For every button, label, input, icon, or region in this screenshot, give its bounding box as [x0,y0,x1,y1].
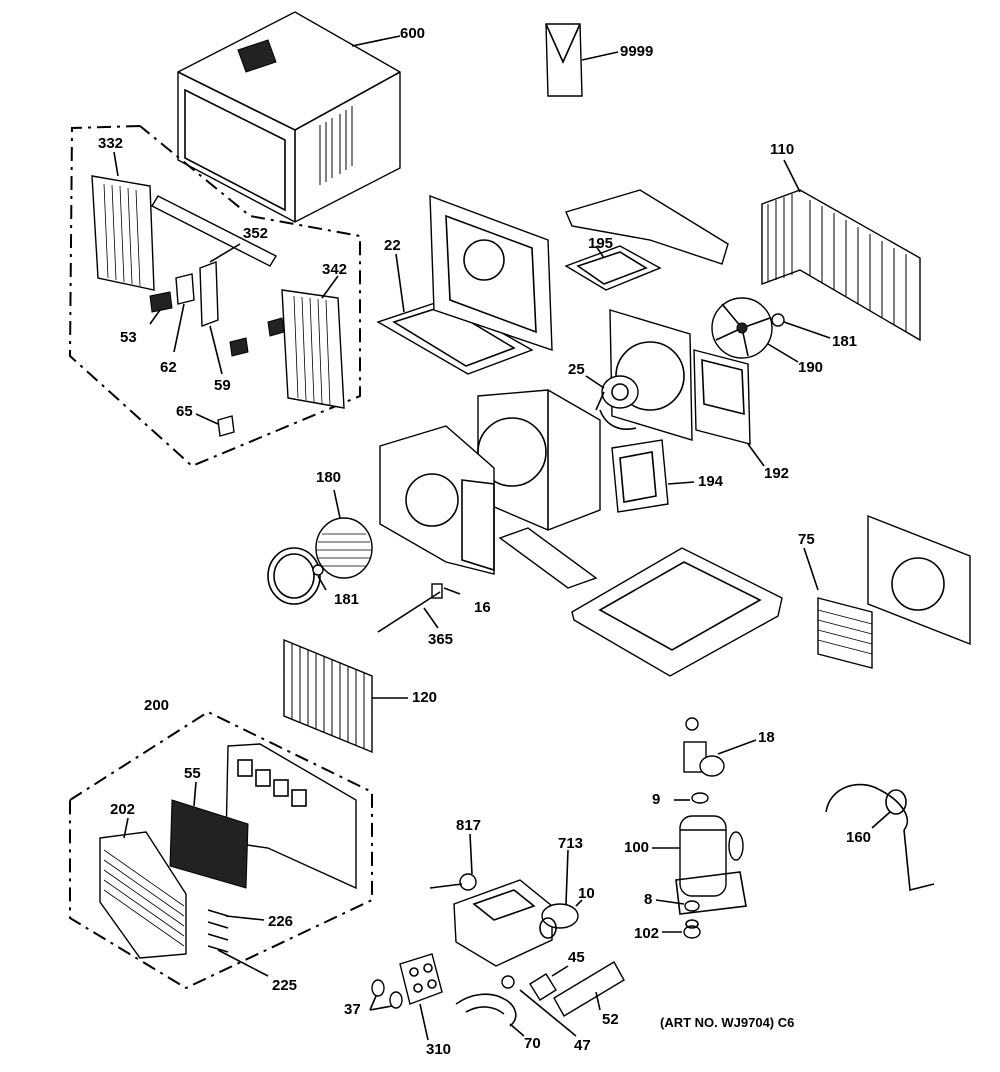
part-192-panel [693,349,751,445]
label-22: 22 [384,237,401,254]
label-37: 37 [344,1001,361,1018]
part-102-foot [683,919,701,939]
label-332: 332 [98,135,124,152]
part-45-relay [529,973,557,1001]
part-180-wheel [315,517,373,579]
part-817-switch [429,873,477,891]
part-53-bracket [149,291,173,313]
part-blower-housing [477,389,601,531]
label-192: 192 [764,465,790,482]
label-18: 18 [758,729,775,746]
label-25: 25 [568,361,585,378]
label-65: 65 [176,403,193,420]
label-45: 45 [568,949,585,966]
part-160-tubing [825,783,935,892]
label-190: 190 [798,359,824,376]
part-9-grommet [691,792,709,804]
part-8-grommet [684,900,700,912]
art-number-note: (ART NO. WJ9704) C6 [660,1015,795,1030]
part-310-panel [399,953,443,1005]
label-160: 160 [846,829,872,846]
label-70: 70 [524,1035,541,1052]
label-195: 195 [588,235,614,252]
part-202-grille [99,831,187,959]
part-16-part [431,583,443,599]
part-control-bracket [453,879,553,967]
label-59: 59 [214,377,231,394]
part-120-coil [283,638,373,754]
part-194-box [611,439,669,513]
part-181-clip-b [312,564,324,576]
label-352: 352 [243,225,269,242]
part-59-bracket [199,261,219,327]
part-drain-channel [498,527,598,589]
label-9999: 9999 [620,43,654,60]
part-18-overload [683,717,725,777]
part-bulkhead [429,194,553,351]
part-110-condenser [761,189,921,342]
part-70-harness [455,993,517,1027]
label-102: 102 [634,925,660,942]
part-47-part [501,975,515,989]
part-side-panel [867,514,971,646]
part-22-gasket [376,299,534,375]
part-base-pan [571,547,783,677]
label-52: 52 [602,1011,619,1028]
label-181-a: 181 [832,333,858,350]
label-713: 713 [558,835,584,852]
label-110: 110 [770,141,795,158]
label-202: 202 [110,801,136,818]
label-10: 10 [578,885,595,902]
part-9999-manual [545,23,583,97]
label-8: 8 [644,891,653,908]
label-365: 365 [428,631,454,648]
part-226-louvers [207,909,229,953]
part-duct-top [565,189,729,265]
part-65-clip [217,415,235,437]
part-75-evaporator [817,597,873,669]
label-200: 200 [144,697,170,714]
part-100-compressor [675,815,747,915]
label-600: 600 [400,25,426,42]
part-shroud [609,309,693,441]
part-62-bracket [175,273,195,305]
label-342: 342 [322,261,348,278]
label-53: 53 [120,329,137,346]
part-342-panel [281,289,345,409]
label-9: 9 [652,791,661,808]
label-55: 55 [184,765,201,782]
label-181-b: 181 [334,591,360,608]
label-75: 75 [798,531,815,548]
label-310: 310 [426,1041,452,1058]
part-front-frame [379,425,495,575]
label-62: 62 [160,359,177,376]
part-365-sensor [377,591,441,633]
part-ring [267,547,321,605]
label-100: 100 [624,839,650,856]
part-brackets-right [229,317,285,357]
label-225: 225 [272,977,298,994]
label-16: 16 [474,599,491,616]
label-194: 194 [698,473,724,490]
label-47: 47 [574,1037,591,1054]
label-120: 120 [412,689,438,706]
part-190-fan [711,297,773,359]
label-180: 180 [316,469,342,486]
label-226: 226 [268,913,294,930]
part-37-knobs [371,979,403,1009]
part-332-panel [91,175,155,291]
part-52-cover [553,961,625,1017]
part-600-cabinet [177,11,401,223]
label-817: 817 [456,817,482,834]
part-352-rail [151,195,277,267]
part-25-motor [595,375,639,430]
part-55-filter [169,799,249,889]
part-10-capacitor [539,903,579,939]
part-181-clip-a [771,313,785,327]
part-195-plate [564,245,662,291]
